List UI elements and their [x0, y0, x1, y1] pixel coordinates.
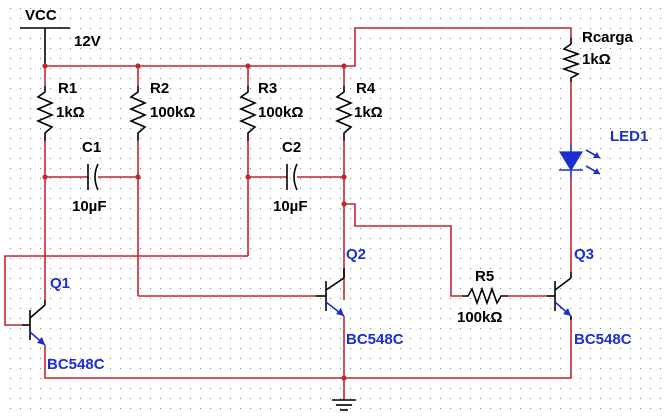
r4-value-label: 1kΩ [354, 104, 383, 121]
r1-value-label: 1kΩ [56, 104, 85, 121]
q1-ref-label: Q1 [50, 275, 70, 292]
vcc-voltage-label: 12V [74, 33, 101, 50]
led-led1: LED1 [558, 128, 648, 178]
junction-dots [42, 63, 347, 381]
led1-ref-label: LED1 [610, 128, 648, 145]
resistor-r3: R3 100kΩ [238, 80, 303, 141]
q3-model-label: BC548C [574, 331, 632, 348]
c1-ref-label: C1 [82, 139, 101, 156]
capacitor-c1: C1 10µF [72, 139, 107, 215]
transistor-q2: Q2 BC548C [316, 246, 404, 348]
resistor-r5: R5 100kΩ [457, 268, 508, 326]
q2-model-label: BC548C [346, 331, 404, 348]
r4-ref-label: R4 [356, 80, 376, 97]
rcarga-ref-label: Rcarga [582, 29, 634, 46]
vcc-supply: VCC 12V [20, 7, 101, 66]
resistor-r4: R4 1kΩ [334, 80, 383, 141]
ground-symbol [332, 399, 356, 411]
r5-ref-label: R5 [475, 268, 494, 285]
transistor-q3: Q3 BC548C [547, 246, 632, 348]
q3-ref-label: Q3 [574, 246, 594, 263]
r2-value-label: 100kΩ [150, 104, 195, 121]
r3-value-label: 100kΩ [258, 104, 303, 121]
grid-dots [10, 8, 661, 409]
resistor-rcarga: Rcarga 1kΩ [561, 29, 634, 82]
transistor-q1: Q1 BC548C [22, 275, 105, 373]
wires [4, 27, 572, 400]
c2-value-label: 10µF [273, 198, 308, 215]
r3-ref-label: R3 [258, 80, 277, 97]
q1-model-label: BC548C [47, 356, 105, 373]
vcc-label: VCC [25, 7, 57, 24]
capacitor-c2: C2 10µF [273, 139, 308, 215]
c2-ref-label: C2 [282, 139, 301, 156]
resistor-r1: R1 1kΩ [35, 80, 85, 141]
resistor-r2: R2 100kΩ [128, 80, 195, 141]
c1-value-label: 10µF [72, 198, 107, 215]
q2-ref-label: Q2 [346, 246, 366, 263]
r1-ref-label: R1 [58, 80, 77, 97]
r2-ref-label: R2 [150, 80, 169, 97]
r5-value-label: 100kΩ [457, 309, 502, 326]
rcarga-value-label: 1kΩ [582, 51, 611, 68]
